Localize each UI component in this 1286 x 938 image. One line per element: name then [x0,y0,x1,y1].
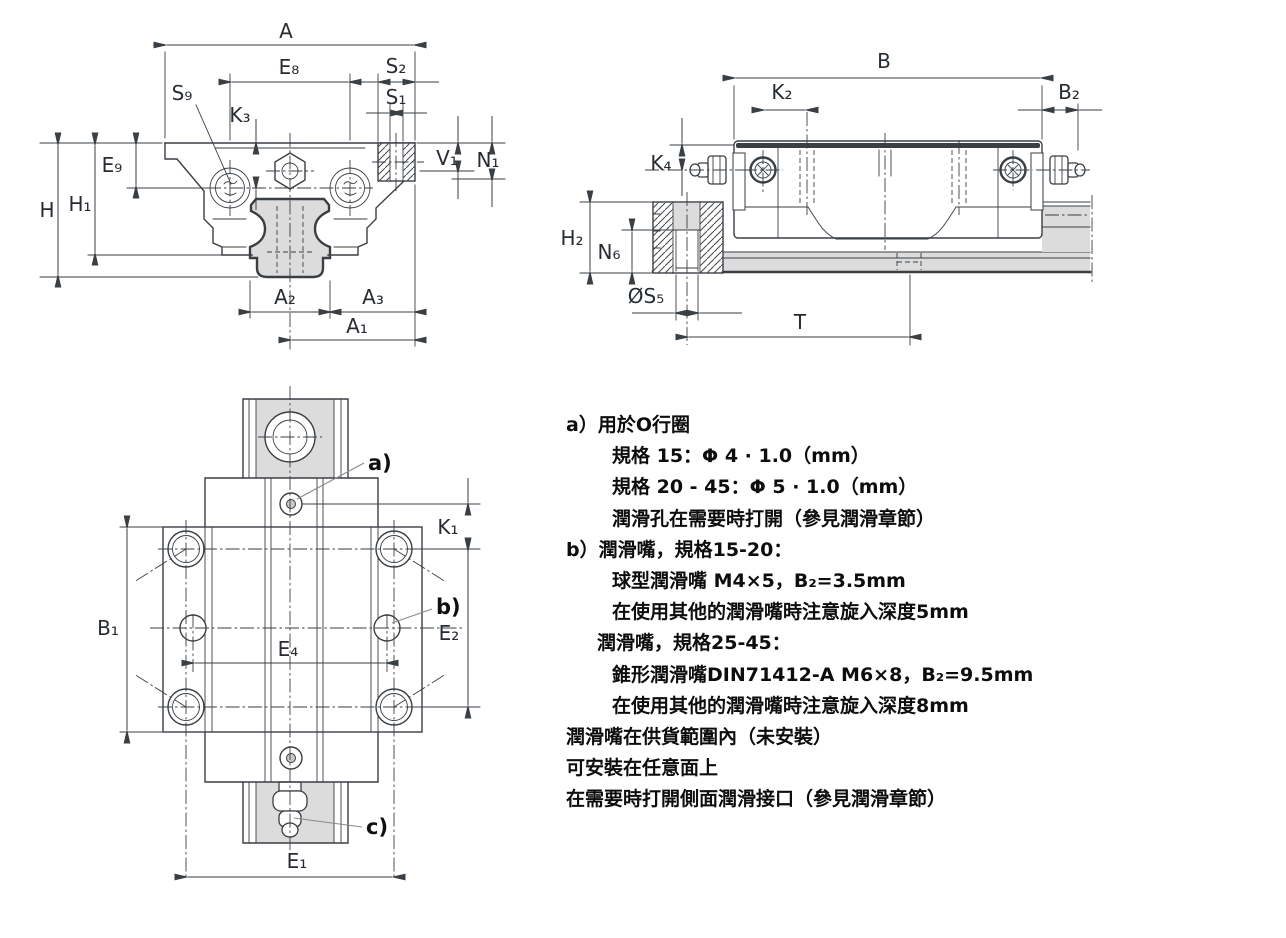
dim-label-e9: E₉ [102,153,123,177]
dim-label-e1: E₁ [287,849,308,873]
note-line: 在使用其他的潤滑嘴時注意旋入深度8mm [612,694,969,717]
dim-label-a: A [279,19,293,43]
dim-label-a3: A₃ [362,285,384,309]
end-cap-screw-right [993,150,1033,190]
note-line: 潤滑孔在需要時打開（參見潤滑章節） [612,507,936,530]
dim-label-v1: V₁ [436,146,458,170]
lubrication-notes: a）用於O行圈 規格 15：Φ 4 · 1.0（mm） 規格 20 - 45：Φ… [566,410,1086,816]
note-line: 潤滑嘴，規格25-45： [597,632,791,655]
side-section-view: B K₂ B₂ K₄ H₂ N₆ ØS₅ T [560,49,1102,346]
dim-label-b2: B₂ [1058,80,1080,104]
note-line: b）潤滑嘴，規格15-20： [566,538,793,561]
note-line: 在使用其他的潤滑嘴時注意旋入深度5mm [612,601,969,624]
end-cap-screw-left [743,150,783,192]
carriage-side-view [645,112,1090,250]
dim-label-k1: K₁ [437,515,458,539]
callout-label-b: b) [436,595,461,619]
dim-label-e8: E₈ [279,55,300,79]
dim-label-s1: S₁ [386,85,407,109]
rail-plan-bottom [242,781,349,844]
dim-label-k3: K₃ [229,103,250,127]
dim-label-b1: B₁ [97,616,119,640]
note-line: 規格 20 - 45：Φ 5 · 1.0（mm） [612,476,918,499]
note-line: 錐形潤滑嘴DIN71412-A M6×8，B₂=9.5mm [612,663,1034,686]
dim-label-b: B [877,49,891,73]
note-line: 球型潤滑嘴 M4×5，B₂=3.5mm [612,570,906,593]
dim-label-k4: K₄ [650,151,671,175]
dim-label-e2: E₂ [439,621,460,645]
note-line: 在需要時打開側面潤滑接口（參見潤滑章節） [566,788,947,811]
dim-label-s2: S₂ [386,54,407,78]
callout-label-a: a) [368,451,392,475]
dim-label-n1: N₁ [477,148,500,172]
dim-label-t: T [793,310,807,334]
dim-label-s9: S₉ [172,81,193,105]
note-line: 潤滑嘴在供貨範圍內（未安裝） [566,726,833,749]
plan-view: B₁ K₁ E₂ E₄ E₁ a) b) c) [97,386,481,881]
dim-label-a1: A₁ [346,314,368,338]
rail-cross-section [248,197,332,279]
rail-plan-top [242,398,349,479]
dim-label-k2: K₂ [771,80,792,104]
callout-label-c: c) [366,815,388,839]
dim-label-h: H [39,198,54,222]
note-line: a）用於O行圈 [566,414,690,436]
note-line: 可安裝在任意面上 [566,757,719,780]
dim-label-n6: N₆ [598,240,621,264]
dim-label-s5: ØS₅ [628,284,664,308]
dim-label-e4: E₄ [278,637,299,661]
note-line: 規格 15：Φ 4 · 1.0（mm） [612,445,870,468]
front-section-view: A E₈ S₂ S₁ S₉ K₃ E₉ H H₁ V₁ N₁ A₂ A₃ A₁ [39,19,506,350]
dim-label-h1: H₁ [68,192,91,216]
dim-label-h2: H₂ [560,226,583,250]
rail-mounting-section [652,192,724,345]
grease-boss-section [372,133,424,191]
dim-label-a2: A₂ [274,285,296,309]
